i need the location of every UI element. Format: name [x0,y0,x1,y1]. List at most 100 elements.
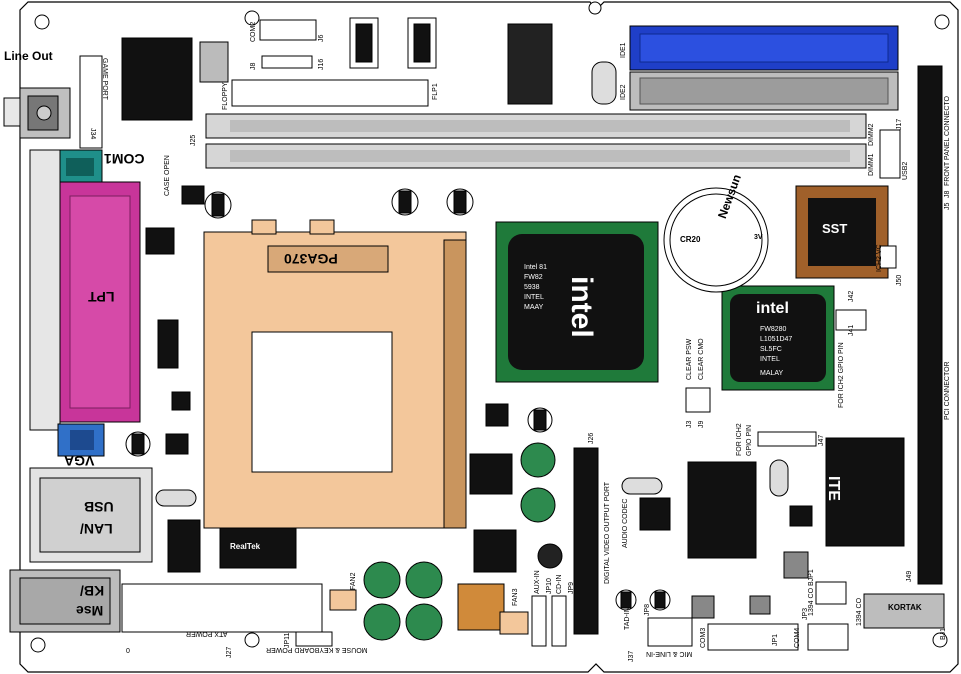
bj1-label: BJ1 [940,627,947,640]
atx-power-label: ATX POWER [186,630,228,637]
ite-logo: ITE [825,476,842,501]
floppy-label: FLOPPY [222,82,229,110]
com2-header [259,19,317,41]
intel-north-line-3: 5938 [524,284,540,291]
mse-label: Mse [76,603,104,619]
j26-label: J26 [588,432,595,444]
intel-south-line-5: MALAY [760,370,784,377]
clear-cmo-label: CLEAR CMO [698,338,705,380]
top-center-chip [507,23,553,105]
fan3-label: FAN3 [512,588,519,606]
j8-label: J8 [250,62,257,70]
lpt-connector [29,149,141,431]
com3-label: COM3 [700,627,707,648]
j27-label: J27 [226,646,233,658]
clear-psw-label: CLEAR PSW [686,338,693,380]
pci-connector-label: PCI CONNECTOR [944,361,951,420]
jp8-label: JP8 [644,603,651,616]
ide1-connector [629,25,899,71]
gpio-pin-label: GPIO PIN [746,424,753,456]
kb-label: KB/ [80,583,105,599]
j8b-label: J8 [944,190,951,198]
misc-chips [145,185,905,619]
game-port-label: GAME PORT [101,58,108,100]
sst-label: SST [822,221,848,236]
electrolytic-capacitors [125,188,671,611]
j41-label: J41 [848,324,855,336]
vga-connector [57,423,105,457]
dimm2-label: DIMM2 [868,123,875,146]
1394-co-b-label: 1394 CO [856,597,863,626]
audio-codec-label: AUDIO CODEC [622,498,629,548]
crystals [155,459,789,507]
game-port-header [79,55,103,149]
ide2-connector [629,71,899,111]
front-panel-label: FRONT PANEL CONNECTO [944,96,951,186]
ieee1394-connector [863,593,945,629]
mouse-kb-power-label: MOUSE & KEYBOARD POWER [266,646,368,653]
j50-label: J50 [896,274,903,286]
line-out-jack [3,87,71,139]
green-capacitors [363,442,556,641]
intel-south-line-2: L1051D47 [760,336,793,343]
for-ich2-label: FOR ICH2 [736,423,743,456]
ich2-vc-label: ICH2 VC [876,244,883,272]
realtek-logo: RealTek [230,542,261,551]
fan2-label: FAN2 [350,572,357,590]
jp1-label: JP1 [772,633,779,646]
kb-mouse-connector [9,569,121,633]
dimm-slots [205,113,867,169]
com4-label: COM4 [794,627,801,648]
j37-label: J37 [628,650,635,662]
j5-label: J5 [944,202,951,210]
com1-label: COM1 [104,151,145,167]
jp11-label: JP11 [284,632,291,648]
digital-video-label: DIGITAL VIDEO OUTPUT PORT [604,481,611,584]
for-ich2-gpio-label: FOR ICH2 GPIO PIN [838,342,845,408]
mounting-holes [30,1,950,653]
cr20-label: CR20 [680,235,701,244]
j49-label: J49 [906,570,913,582]
digital-video-header [573,447,599,635]
aux-in-label: AUX-IN [534,570,541,594]
jp10-label: JP10 [546,578,553,594]
intel-south-bridge [721,285,835,391]
j16-label: J16 [318,58,325,70]
inductor-coil [457,583,505,631]
top-inductors [349,17,437,69]
intel-south-logo: intel [756,300,789,317]
case-open-label: CASE OPEN [164,155,171,196]
j17-label: J17 [896,118,903,130]
lan-label: LAN/ [80,521,113,537]
1394-co-label: 1394 CO [808,587,815,616]
zero-label: 0 [126,648,130,655]
com2-label: COM2 [250,21,257,42]
fan-headers [329,589,529,635]
intel-north-line-4: INTEL [524,294,544,301]
j34-label: J34 [89,128,96,140]
floppy-connector [231,79,429,107]
jp9-label: JP9 [568,581,575,594]
pga370-label: PGA370 [284,251,338,267]
pci-connector [917,65,943,585]
dimm1-label: DIMM1 [868,153,875,176]
cmos-battery [663,187,769,293]
vga-label: VGA [64,453,95,469]
j42-label: J42 [848,290,855,302]
com1-connector [57,149,103,185]
bjp1-label: BJP1 [808,569,815,586]
intel-north-line-1: Intel 81 [524,264,547,271]
j9-label: J9 [698,420,705,428]
intel-south-line-4: INTEL [760,356,780,363]
top-left-component [199,41,229,83]
j17-header [879,129,901,179]
lpt-label: LPT [88,289,115,305]
audio-chip-top [121,37,193,121]
intel-south-line-3: SL5FC [760,346,782,353]
line-out-label: Line Out [4,49,53,63]
intel-north-bridge [495,221,659,383]
j25-label: J25 [190,134,197,146]
pin-headers [295,245,897,651]
battery-voltage-label: 3V [754,234,763,241]
